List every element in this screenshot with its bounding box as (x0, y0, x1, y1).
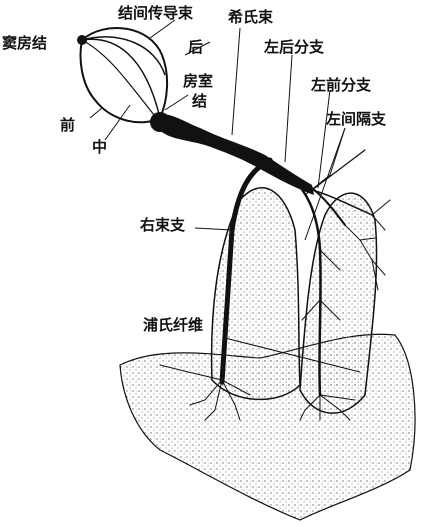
label-left-anterior-branch: 左前分支 (311, 78, 371, 93)
label-anterior: 前 (60, 118, 75, 133)
label-left-septal-branch: 左间隔支 (326, 112, 386, 127)
label-av-node-line2: 结 (192, 94, 207, 109)
label-left-posterior-branch: 左后分支 (264, 40, 324, 55)
label-right-bundle-branch: 右束支 (140, 218, 185, 233)
label-av-node-line1: 房室 (183, 74, 213, 89)
label-posterior: 后 (188, 40, 203, 55)
label-purkinje-fibers: 浦氏纤维 (143, 318, 203, 333)
label-sinoatrial-node: 窦房结 (2, 36, 47, 51)
label-middle: 中 (92, 140, 107, 155)
av-node-mass (150, 112, 170, 132)
left-ventricle-column (300, 193, 377, 413)
right-atrium (81, 28, 168, 122)
label-bundle-of-his: 希氏束 (228, 10, 273, 25)
label-internodal-tracts: 结间传导束 (118, 6, 193, 21)
sinoatrial-node-dot (77, 35, 87, 45)
